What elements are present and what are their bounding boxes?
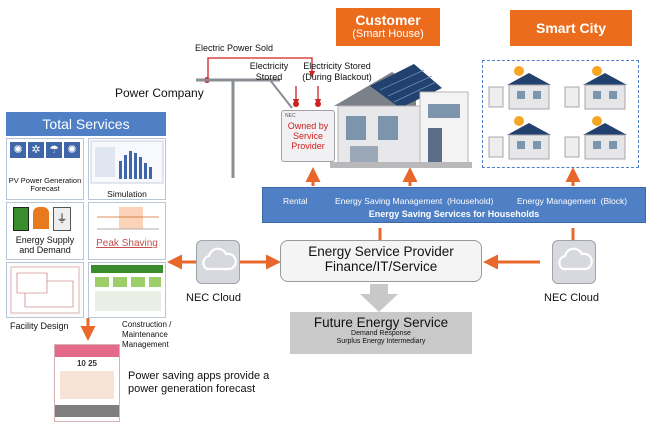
wire-node [315, 101, 321, 107]
services-em-block: Energy Management (Block) [517, 196, 628, 206]
facility-design-tile [6, 262, 84, 318]
construction-tile [88, 262, 166, 318]
sun-icon: ✺ [64, 142, 80, 158]
total-services-title: Total Services [42, 116, 130, 132]
peak-shaving-label[interactable]: Peak Shaving [96, 238, 158, 249]
customer-subtitle: (Smart House) [352, 28, 424, 40]
nec-cloud-right-label: NEC Cloud [544, 292, 600, 304]
battery-icon [13, 207, 29, 231]
services-title: Energy Saving Services for Households [368, 209, 540, 219]
esp-line1: Energy Service Provider [308, 244, 454, 259]
alarm-icon [33, 207, 49, 229]
future-sub1: Demand Response [351, 330, 411, 337]
nec-tag: NEC [285, 113, 296, 119]
future-arrow [360, 284, 398, 312]
phone-app-screenshot: 10 25 [54, 344, 120, 422]
customer-title: Customer [355, 12, 421, 28]
construction-label: Construction / Maintenance Management [122, 320, 172, 349]
city-house [564, 66, 627, 110]
smart-house-illustration [330, 64, 472, 168]
energy-service-provider-box: Energy Service Provider Finance/IT/Servi… [280, 240, 482, 282]
simulation-chart [90, 140, 164, 184]
services-esm-household: Energy Saving Management (Household) [335, 196, 494, 206]
electricity-stored-text: Electricity Stored [249, 61, 289, 82]
smart-city-title: Smart City [535, 20, 607, 36]
pv-forecast-tile: ✺ ✲ ☂ ✺ PV Power Generation Forecast [6, 138, 84, 200]
phone-header [55, 345, 119, 357]
esp-line2: Finance/IT/Service [324, 259, 438, 274]
simulation-label: Simulation [107, 189, 147, 199]
total-services-header: Total Services [6, 112, 166, 136]
plug-icon: ⏚ [53, 207, 71, 231]
electricity-stored-label: Electricity Stored [244, 61, 294, 83]
city-house [488, 116, 551, 160]
electricity-stored-blackout-text: Electricity Stored (During Blackout) [302, 61, 372, 82]
weather-icons: ✺ ✲ ☂ ✺ [7, 139, 83, 161]
pv-forecast-label: PV Power Generation Forecast [8, 176, 82, 193]
owned-by-label: Owned by Service Provider [287, 121, 329, 151]
smart-city-panel [482, 60, 639, 168]
nec-cloud-left-icon [196, 240, 240, 284]
future-energy-service-box: Future Energy Service Demand Response Su… [290, 312, 472, 354]
simulation-tile: Simulation [88, 138, 166, 200]
energy-supply-tile: ⏚ Energy Supply and Demand [6, 202, 84, 260]
phone-footer [55, 405, 119, 417]
power-company-label: Power Company [115, 86, 204, 100]
nec-cloud-right-icon [552, 240, 596, 284]
city-house [488, 66, 551, 110]
supply-icons: ⏚ [7, 203, 83, 235]
nec-cloud-left-label: NEC Cloud [186, 292, 242, 304]
construction-screen [91, 265, 163, 311]
snow-icon: ✲ [28, 142, 44, 158]
peak-shaving-chart [97, 207, 159, 230]
phone-date: 10 25 [76, 359, 98, 368]
utility-pole [196, 78, 293, 178]
facility-blueprint [10, 266, 80, 314]
city-house [564, 116, 627, 160]
phone-body [60, 371, 114, 399]
sun-icon: ✺ [10, 142, 26, 158]
facility-design-label: Facility Design [10, 321, 69, 331]
services-bar: Rental Energy Saving Management (Househo… [262, 187, 646, 223]
energy-supply-label: Energy Supply and Demand [15, 235, 75, 255]
customer-header: Customer (Smart House) [336, 8, 440, 46]
rain-icon: ☂ [46, 142, 62, 158]
future-title: Future Energy Service [313, 315, 449, 330]
future-sub2: Surplus Energy Intermediary [336, 338, 426, 345]
peak-shaving-tile: Peak Shaving [88, 202, 166, 260]
smart-city-header: Smart City [510, 10, 632, 46]
wire-node [293, 101, 299, 107]
smart-city-houses [488, 66, 627, 160]
app-caption: Power saving apps provide a power genera… [128, 370, 270, 395]
electricity-stored-blackout-label: Electricity Stored (During Blackout) [296, 61, 378, 83]
electric-power-sold-label: Electric Power Sold [195, 43, 274, 53]
storage-battery: NEC Owned by Service Provider [281, 110, 335, 162]
services-rental: Rental [283, 196, 308, 206]
